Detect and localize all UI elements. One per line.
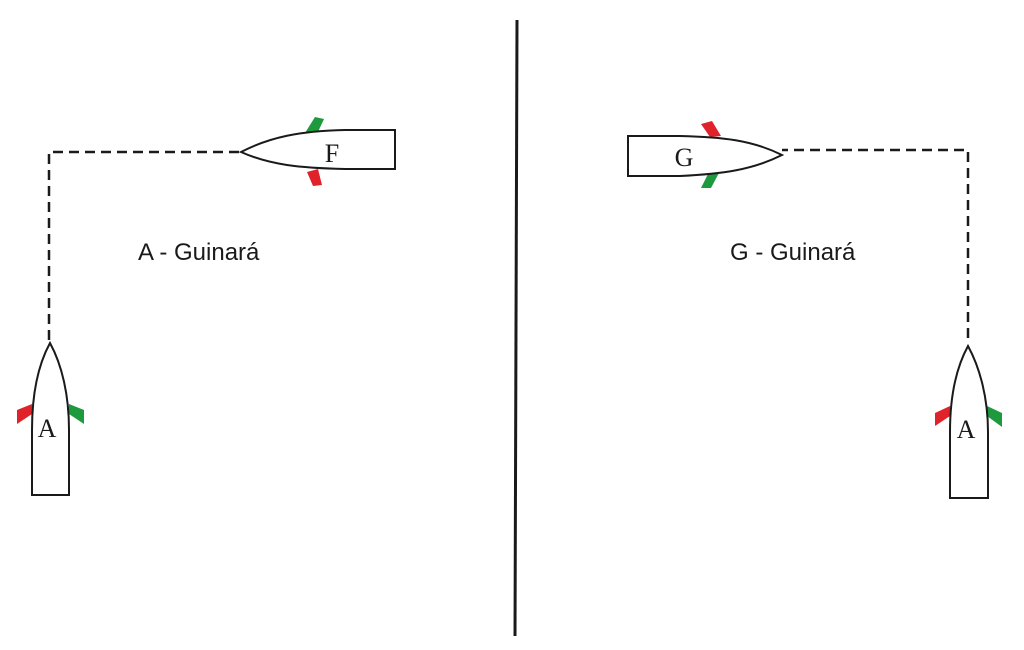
panel-divider — [513, 19, 519, 637]
right-course-line — [782, 148, 970, 338]
right-crossing-label: G — [675, 143, 694, 172]
right-own-vessel: A — [935, 343, 1002, 499]
left-crossing-hull — [238, 129, 396, 170]
left-own-port-light — [17, 404, 32, 424]
left-crossing-vessel: F — [238, 117, 396, 186]
left-own-starboard-light — [69, 404, 84, 424]
left-crossing-label: F — [325, 139, 339, 168]
left-crossing-starboard-light — [305, 117, 324, 134]
right-crossing-starboard-light — [701, 171, 720, 188]
left-panel: F A A - Guinará — [17, 117, 396, 496]
right-own-port-light — [935, 406, 950, 426]
left-caption: A - Guinará — [138, 239, 260, 266]
right-caption: G - Guinará — [730, 239, 856, 266]
right-panel: G A G - Guinará — [627, 121, 1002, 499]
left-crossing-port-light — [307, 169, 322, 186]
right-crossing-vessel: G — [627, 121, 785, 188]
left-own-hull — [31, 340, 70, 496]
right-own-label: A — [957, 415, 976, 444]
right-own-hull — [949, 343, 989, 499]
left-own-label: A — [38, 414, 57, 443]
right-crossing-hull — [627, 135, 785, 177]
left-own-vessel: A — [17, 340, 84, 496]
right-own-starboard-light — [987, 406, 1002, 427]
right-crossing-port-light — [701, 121, 721, 137]
